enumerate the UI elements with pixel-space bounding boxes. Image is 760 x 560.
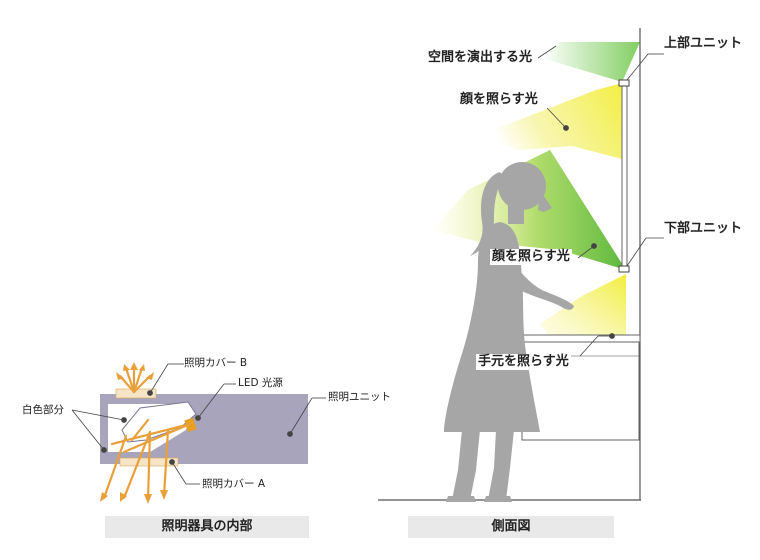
label-upper-unit: 上部ユニット <box>664 36 743 51</box>
mirror <box>621 83 628 271</box>
face-light-upper-beam <box>478 82 626 160</box>
upper-unit <box>618 79 630 87</box>
label-white-part: 白色部分 <box>22 404 64 416</box>
person-silhouette <box>444 162 574 502</box>
caption-internal-view: 照明器具の内部 <box>105 516 309 538</box>
label-space-light: 空間を演出する光 <box>428 50 533 65</box>
light-arrow-heads <box>100 362 168 504</box>
label-cover-b: 照明カバー B <box>184 357 248 369</box>
side-leaders <box>537 45 664 357</box>
label-cover-a: 照明カバー A <box>202 478 266 490</box>
internal-leaders <box>71 363 326 485</box>
face-light-lower-beam <box>432 150 626 270</box>
label-hand-light: 手元を照らす光 <box>476 354 571 370</box>
internal-view <box>71 362 326 504</box>
label-face-light-lower: 顔を照らす光 <box>490 249 572 265</box>
label-led-source: LED 光源 <box>238 377 283 389</box>
vanity-counter <box>520 334 641 343</box>
light-arrows <box>102 364 192 502</box>
label-lower-unit: 下部ユニット <box>664 221 743 236</box>
space-light-beam <box>542 42 640 82</box>
hand-light-beam <box>540 274 626 340</box>
lower-unit <box>618 265 630 273</box>
label-face-light-upper: 顔を照らす光 <box>460 92 538 107</box>
label-lighting-unit: 照明ユニット <box>328 391 391 403</box>
caption-side-view: 側面図 <box>408 516 614 538</box>
